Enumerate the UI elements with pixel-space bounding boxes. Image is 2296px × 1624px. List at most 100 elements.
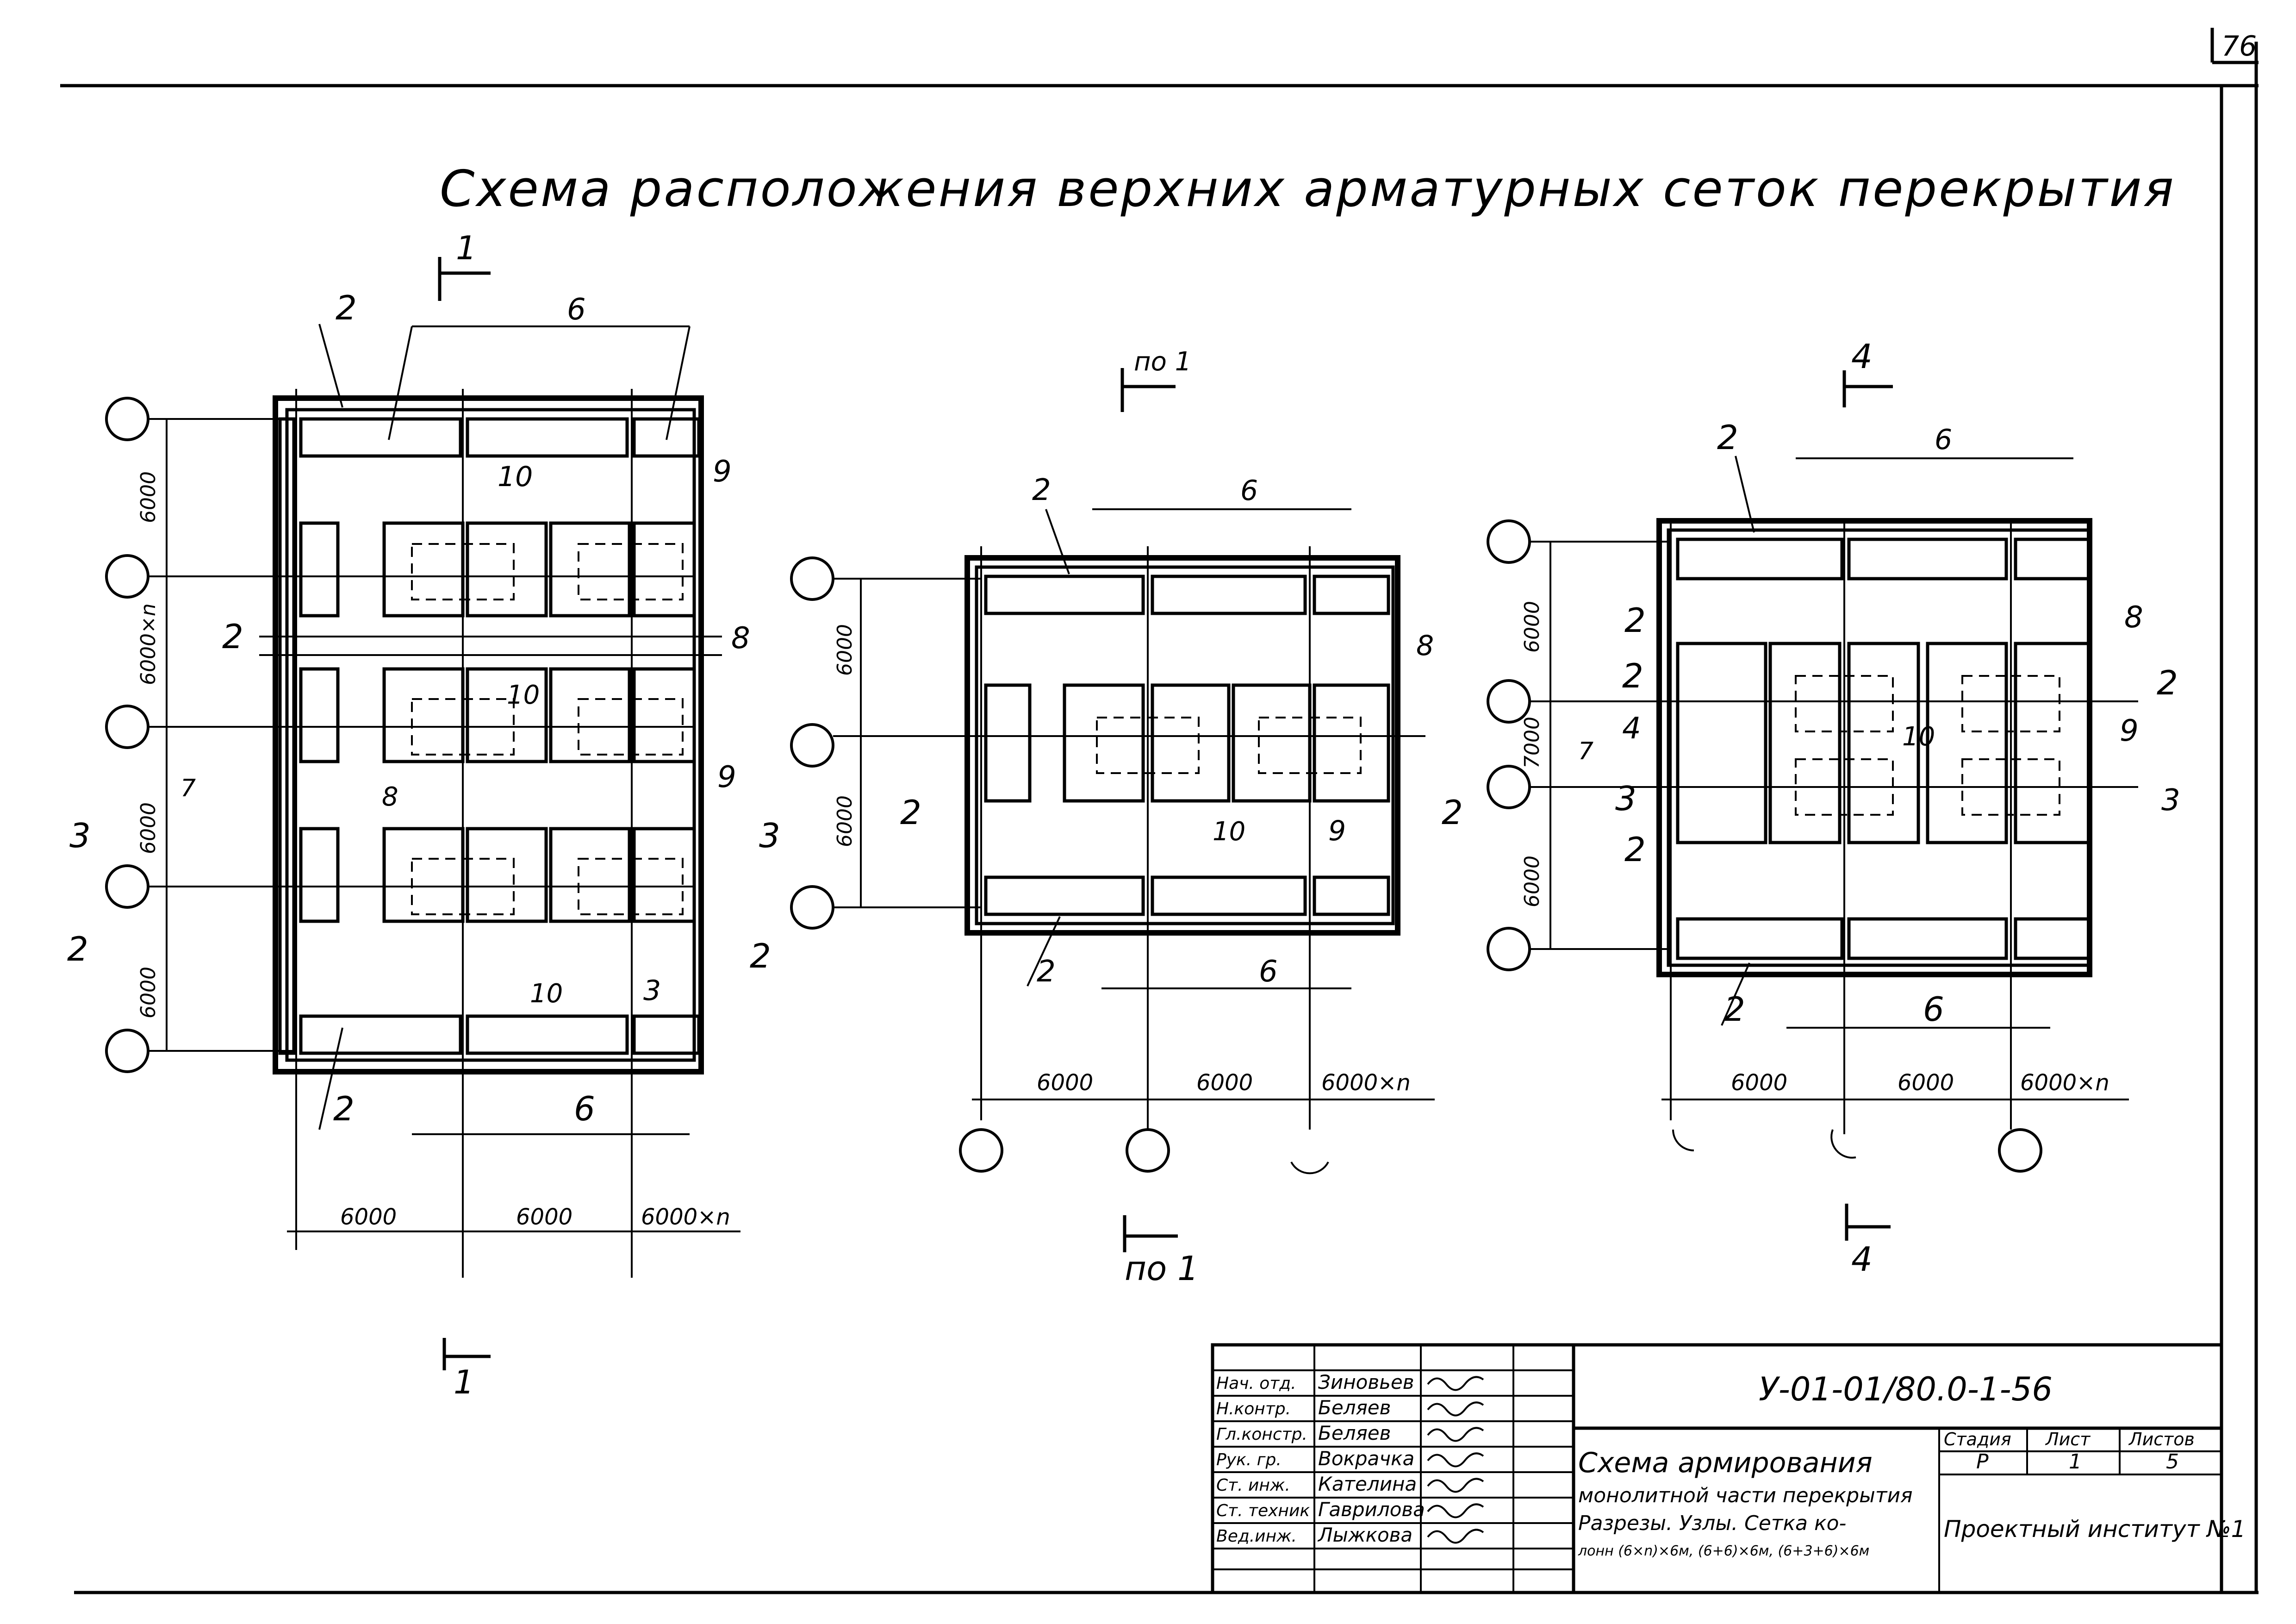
sheets-value: 5: [2166, 1450, 2179, 1474]
label-2c: 2: [333, 1089, 355, 1128]
label-8: 8: [1416, 630, 1434, 662]
sheet-value: 1: [2069, 1450, 2082, 1474]
dim-v-1: 6000: [833, 624, 857, 676]
axis-marker: [105, 705, 149, 749]
axis-marker: [1487, 927, 1531, 971]
section-2-right: 2: [2157, 663, 2178, 702]
label-6: 6: [1240, 475, 1258, 507]
section-po1-bottom: по 1: [1125, 1249, 1199, 1288]
sheet-header: Лист: [2045, 1429, 2091, 1449]
dim-7: 7: [1578, 737, 1593, 765]
desc-2: монолитной части перекрытия: [1578, 1484, 1913, 1507]
label-2c: 2: [1624, 830, 1646, 869]
section-3-left: 3: [1615, 779, 1636, 818]
dim-v-2: 7000: [1520, 717, 1544, 768]
label-2b: 2: [1624, 601, 1646, 640]
section-po1-top: по 1: [1134, 347, 1191, 377]
dim-v-3: 6000: [1520, 856, 1544, 907]
name-5: Гаврилова: [1318, 1498, 1425, 1521]
axis-marker: [1487, 519, 1531, 564]
role-3: Рук. гр.: [1216, 1450, 1282, 1469]
role-0: Нач. отд.: [1216, 1374, 1296, 1393]
desc-3: Разрезы. Узлы. Сетка ко-: [1578, 1512, 1846, 1535]
section-1-top: 1: [456, 229, 477, 267]
axis-marker: [1126, 1128, 1170, 1173]
section-2-right: 2: [750, 937, 771, 975]
axis-marker: [1487, 765, 1531, 809]
dim-h-1: 6000: [1731, 1070, 1787, 1096]
organization: Проектный институт №1: [1944, 1516, 2246, 1543]
dim-h-2: 6000: [516, 1204, 572, 1230]
plan-left: 6000 6000×n 6000 6000 7 6000 6000 6000×n…: [67, 229, 780, 1401]
role-4: Ст. инж.: [1216, 1476, 1290, 1495]
section-1-bottom: 1: [454, 1363, 474, 1401]
dim-h-1: 6000: [340, 1204, 397, 1230]
section-4-top: 4: [1851, 337, 1873, 376]
axis-marker: [105, 397, 149, 441]
section-4-bottom: 4: [1851, 1240, 1873, 1279]
dim-v-2: 6000×n: [137, 603, 160, 685]
label-10: 10: [1902, 722, 1935, 752]
sheets-header: Листов: [2128, 1429, 2195, 1449]
dim-h-2: 6000: [1898, 1070, 1954, 1096]
doc-code: У-01-01/80.0-1-56: [1759, 1370, 2053, 1408]
label-2: 2: [336, 288, 357, 327]
dim-v-3: 6000: [137, 802, 160, 854]
section-2-right: 2: [1442, 793, 1463, 832]
desc-4: лонн (6×n)×6м, (6+6)×6м, (6+3+6)×6м: [1578, 1543, 1869, 1559]
label-10: 10: [498, 461, 533, 493]
section-3-right: 3: [759, 816, 780, 855]
axis-marker: [105, 864, 149, 909]
dim-7: 7: [180, 775, 196, 802]
label-6b: 6: [1259, 955, 1278, 989]
axis-marker: [105, 1029, 149, 1073]
axis-marker: [790, 556, 834, 601]
role-5: Ст. техник: [1216, 1501, 1310, 1520]
axis-marker: [105, 554, 149, 599]
section-3-right: 3: [2161, 783, 2180, 818]
name-6: Лыжкова: [1317, 1524, 1412, 1546]
section-2-left: 2: [1622, 656, 1643, 695]
dim-v-4: 6000: [137, 967, 160, 1018]
axis-marker: [790, 885, 834, 930]
section-4-mid: 4: [1622, 712, 1641, 746]
name-4: Кателина: [1318, 1473, 1417, 1495]
drawing-title: Схема расположения верхних арматурных се…: [440, 160, 2176, 218]
label-10c: 10: [530, 979, 563, 1009]
label-9: 9: [1328, 815, 1346, 847]
axis-marker: [790, 723, 834, 768]
role-1: Н.контр.: [1216, 1399, 1291, 1418]
label-8: 8: [2124, 600, 2143, 635]
role-2: Гл.констр.: [1216, 1425, 1307, 1444]
label-9b: 9: [717, 760, 736, 794]
title-block: У-01-01/80.0-1-56 Нач. отд. Н.контр. Гл.…: [1211, 1343, 2246, 1594]
name-2: Беляев: [1318, 1422, 1391, 1444]
dim-h-3: 6000×n: [1321, 1070, 1411, 1096]
label-9: 9: [713, 455, 732, 489]
dim-h-3: 6000×n: [641, 1204, 730, 1230]
label-8: 8: [731, 621, 750, 656]
stage-value: Р: [1976, 1450, 1989, 1474]
name-0: Зиновьев: [1318, 1371, 1414, 1393]
plan-middle: 6000 6000 6000 6000 6000×n по 1 по 1 2 2…: [790, 347, 1463, 1288]
axis-marker: [1487, 679, 1531, 724]
label-9: 9: [2120, 714, 2139, 748]
dim-h-3: 6000×n: [2020, 1070, 2109, 1096]
label-3: 3: [643, 974, 661, 1007]
stage-header: Стадия: [1944, 1429, 2011, 1449]
label-6: 6: [1935, 424, 1952, 456]
label-6b: 6: [1923, 990, 1944, 1029]
section-3-left: 3: [69, 816, 91, 855]
label-6b: 6: [574, 1089, 595, 1128]
role-6: Вед.инж.: [1216, 1527, 1297, 1546]
section-2-left: 2: [900, 793, 921, 832]
name-1: Беляев: [1318, 1396, 1391, 1419]
label-10: 10: [1213, 817, 1245, 847]
desc-1: Схема армирования: [1578, 1447, 1873, 1479]
dim-v-1: 6000: [137, 471, 160, 523]
label-6: 6: [567, 293, 586, 327]
label-2b: 2: [222, 617, 243, 656]
dim-h-2: 6000: [1196, 1070, 1253, 1096]
signatures: [1427, 1376, 1484, 1544]
